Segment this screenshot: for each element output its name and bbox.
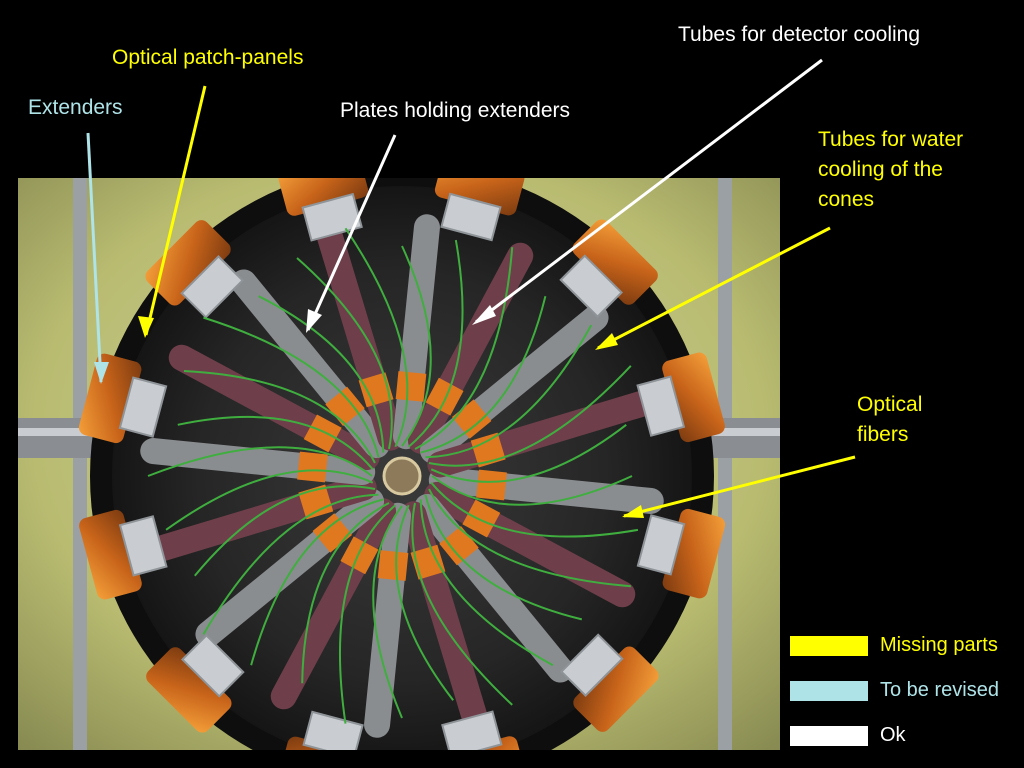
optical-fiber [395,504,454,701]
copper-tape [395,371,427,402]
label-plates: Plates holding extenders [340,99,570,122]
optical-fiber [430,424,627,483]
optical-fiber [425,324,593,459]
optical-fiber [177,415,374,470]
copper-tape [377,550,409,581]
optical-fiber [147,446,373,477]
optical-fiber [202,493,379,635]
label-extenders: Extenders [28,96,123,119]
optical-fiber [165,469,374,531]
label-detector-cooling: Tubes for detector cooling [678,23,921,46]
copper-tape [340,536,379,575]
optical-fiber [203,316,380,458]
extender-plate [427,390,655,478]
legend-swatch-revise [790,681,868,701]
extender-plate [230,269,390,459]
copper-tape [425,377,464,416]
patch-panel-module [560,633,659,732]
extender-plate [270,498,397,710]
patch-panel-module [435,710,526,750]
optical-fiber [428,365,632,467]
optical-fiber [431,475,633,506]
copper-tape [297,451,328,483]
optical-fiber [430,482,639,538]
extender-plate [414,493,574,683]
optical-fiber [424,494,583,621]
legend-text-ok: Ok [880,724,906,746]
optical-fiber [183,370,376,464]
optical-fiber [372,505,403,719]
copper-tape [303,414,342,453]
label-patch-panels: Optical patch-panels [112,46,304,69]
legend-text-revise: To be revised [880,679,999,701]
copper-tape [476,469,507,501]
copper-tape [462,499,501,538]
patch-panel-module [636,352,725,443]
optical-fiber [258,295,385,453]
optical-fiber [420,295,547,454]
extender-plate [364,502,412,738]
optical-fiber [250,498,384,666]
extender-plate [419,304,609,464]
copper-tape [298,484,334,520]
extender-plate [428,466,664,514]
optical-fiber [408,239,464,448]
legend-swatch-missing [790,636,868,656]
optical-fiber [419,499,554,667]
optical-fiber [338,504,396,724]
legend-swatch-ok [790,726,868,746]
optical-fiber [428,488,631,588]
center-hub [382,456,422,496]
optical-fiber [401,245,432,447]
extender-plate [424,481,636,608]
extender-plate [149,474,377,562]
extender-plate [168,344,380,471]
patch-panel-module [78,353,168,444]
patch-panel-module [79,509,168,600]
label-water-cooling: Tubes for water cooling of the cones [818,128,964,211]
extender-plate [195,488,385,648]
label-optical-fibers: Optical fibers [857,393,923,446]
patch-panel-module [636,508,726,599]
extender-plate [392,214,440,450]
detector-photo [18,178,780,750]
optical-fiber [411,502,513,706]
extender-plate [400,501,488,729]
optical-fiber [301,502,390,684]
legend-text-missing: Missing parts [880,634,998,656]
patch-panel-module [146,634,245,733]
extender-plate [140,438,376,486]
optical-fiber [194,485,376,577]
patch-panel-module [279,710,370,750]
